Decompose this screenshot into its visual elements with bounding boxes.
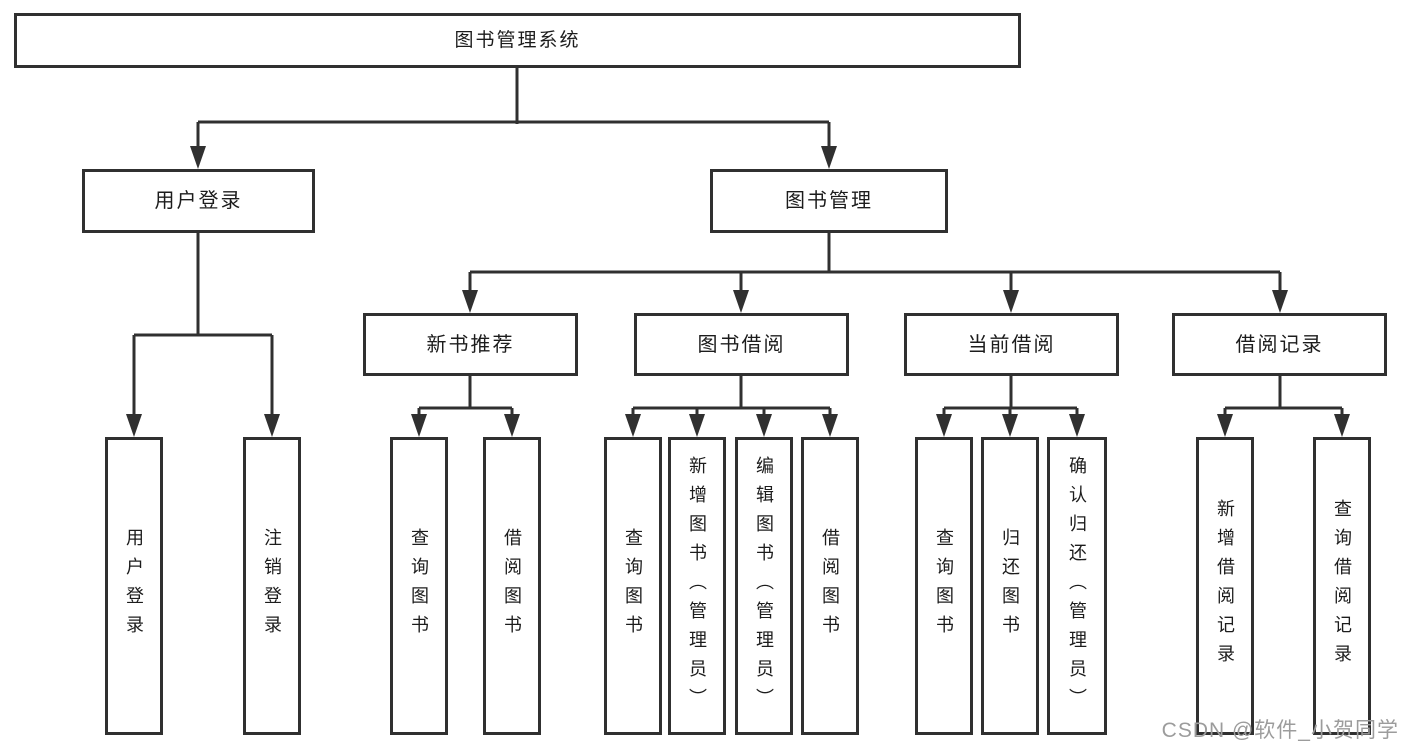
leaf-label: 查询图书 (623, 528, 643, 644)
arrow-icon (264, 414, 280, 437)
node-label: 图书管理 (785, 190, 873, 212)
arrow-icon (190, 146, 206, 169)
leaf-query-books-current: 查询图书 (915, 437, 973, 735)
arrow-icon (504, 414, 520, 437)
arrow-icon (1217, 414, 1233, 437)
leaf-add-borrow-record: 新增借阅记录 (1196, 437, 1254, 735)
leaf-query-books-recommend: 查询图书 (390, 437, 448, 735)
arrow-icon (1003, 290, 1019, 313)
arrow-icon (1334, 414, 1350, 437)
leaf-label: 新增图书（管理员） (687, 455, 707, 717)
leaf-label: 查询图书 (409, 528, 429, 644)
leaf-query-borrow-record: 查询借阅记录 (1313, 437, 1371, 735)
node-book-borrow: 图书借阅 (634, 313, 849, 376)
node-label: 当前借阅 (967, 333, 1056, 356)
arrow-icon (733, 290, 749, 313)
arrow-icon (462, 290, 478, 313)
arrow-icon (1002, 414, 1018, 437)
arrow-icon (689, 414, 705, 437)
leaf-add-book-admin: 新增图书（管理员） (668, 437, 726, 735)
node-borrow-records: 借阅记录 (1172, 313, 1387, 376)
node-label: 新书推荐 (426, 333, 515, 356)
node-label: 用户登录 (154, 190, 243, 212)
node-new-book-recommend: 新书推荐 (363, 313, 578, 376)
leaf-query-books-borrow: 查询图书 (604, 437, 662, 735)
node-library-system: 图书管理系统 (14, 13, 1021, 68)
leaf-label: 借阅图书 (502, 528, 522, 644)
leaf-label: 新增借阅记录 (1215, 499, 1235, 673)
watermark: CSDN @软件_小贺同学 (1161, 719, 1399, 742)
node-label: 图书管理系统 (454, 30, 581, 51)
leaf-label: 用户登录 (124, 528, 144, 644)
leaf-label: 编辑图书（管理员） (754, 455, 774, 717)
arrow-icon (625, 414, 641, 437)
node-user-login: 用户登录 (82, 169, 315, 233)
leaf-label: 注销登录 (262, 528, 282, 644)
arrow-icon (1069, 414, 1085, 437)
node-label: 图书借阅 (697, 333, 786, 356)
leaf-borrow-books-recommend: 借阅图书 (483, 437, 541, 735)
leaf-return-book: 归还图书 (981, 437, 1039, 735)
leaf-user-login: 用户登录 (105, 437, 163, 735)
leaf-label: 确认归还（管理员） (1067, 455, 1087, 717)
leaf-confirm-return-admin: 确认归还（管理员） (1047, 437, 1107, 735)
arrow-icon (756, 414, 772, 437)
node-current-borrow: 当前借阅 (904, 313, 1119, 376)
arrow-icon (126, 414, 142, 437)
leaf-logout: 注销登录 (243, 437, 301, 735)
arrow-icon (936, 414, 952, 437)
leaf-label: 归还图书 (1000, 528, 1020, 644)
leaf-label: 借阅图书 (820, 528, 840, 644)
arrow-icon (821, 146, 837, 169)
arrow-icon (1272, 290, 1288, 313)
leaf-edit-book-admin: 编辑图书（管理员） (735, 437, 793, 735)
node-label: 借阅记录 (1235, 333, 1324, 356)
leaf-label: 查询图书 (934, 528, 954, 644)
node-book-management: 图书管理 (710, 169, 948, 233)
leaf-borrow-books-borrow: 借阅图书 (801, 437, 859, 735)
leaf-label: 查询借阅记录 (1332, 499, 1352, 673)
arrow-icon (822, 414, 838, 437)
arrow-icon (411, 414, 427, 437)
